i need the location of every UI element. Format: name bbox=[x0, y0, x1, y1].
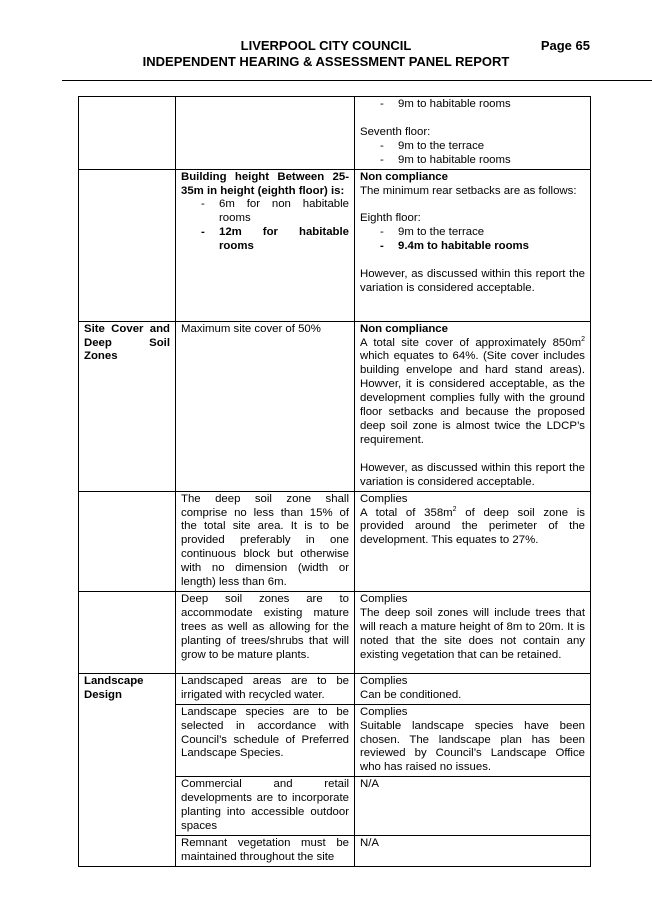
table-row: Commercial and retail developments are t… bbox=[79, 776, 591, 836]
comment-cell: N/A bbox=[354, 834, 591, 867]
requirement-cell: Deep soil zones are to accommodate exist… bbox=[175, 590, 355, 674]
squared-superscript: 2 bbox=[581, 335, 585, 343]
comment-text: A total of 358m2 of deep soil zone is pr… bbox=[360, 505, 585, 549]
report-subtitle: INDEPENDENT HEARING & ASSESSMENT PANEL R… bbox=[142, 54, 510, 69]
requirement-cell bbox=[175, 96, 355, 170]
table-row: The deep soil zone shall comprise no les… bbox=[78, 490, 591, 592]
table-row: 9m to habitable rooms Seventh floor: 9m … bbox=[78, 96, 591, 170]
comment-cell: 9m to habitable rooms Seventh floor: 9m … bbox=[354, 96, 591, 170]
requirement-cell: Remnant vegetation must be maintained th… bbox=[175, 834, 355, 867]
control-cell: Landscape Design bbox=[78, 672, 176, 867]
setback-list: 9m to the terrace 9m to habitable rooms bbox=[360, 140, 585, 168]
control-cell bbox=[78, 96, 176, 170]
list-item: 9m to the terrace bbox=[360, 226, 585, 240]
list-item: 9m to habitable rooms bbox=[360, 98, 585, 112]
comment-text-start: A total of 358m bbox=[360, 506, 453, 519]
status-label: Complies bbox=[360, 592, 408, 605]
list-item: 6m for non habitable rooms bbox=[181, 198, 349, 226]
table-row: Landscape Design Landscaped areas are to… bbox=[78, 672, 591, 867]
status-label: Non compliance bbox=[360, 170, 448, 183]
control-cell bbox=[78, 168, 176, 322]
requirement-cell: Maximum site cover of 50% bbox=[175, 320, 355, 492]
squared-superscript: 2 bbox=[452, 505, 457, 513]
table-row: Building height Between 25-35m in height… bbox=[78, 168, 591, 322]
comment-text: A total site cover of approximately 850m… bbox=[360, 335, 585, 448]
comment-text: The deep soil zones will include trees t… bbox=[360, 606, 585, 661]
list-item: 12m for habitable rooms bbox=[181, 226, 349, 254]
comment-text: Can be conditioned. bbox=[360, 688, 462, 701]
page-number: Page 65 bbox=[540, 38, 590, 53]
status-label: Complies bbox=[360, 705, 408, 718]
floor-heading: Seventh floor: bbox=[360, 125, 431, 138]
requirement-cell: Building height Between 25-35m in height… bbox=[175, 168, 355, 322]
requirement-cell: Landscape species are to be selected in … bbox=[175, 703, 355, 778]
comment-cell: Non compliance A total site cover of app… bbox=[354, 320, 591, 492]
list-item: 9m to habitable rooms bbox=[360, 154, 585, 168]
comment-text: The minimum rear setbacks are as follows… bbox=[360, 184, 577, 197]
status-label: Non compliance bbox=[360, 322, 448, 335]
comment-text: Suitable landscape species have been cho… bbox=[360, 719, 585, 774]
comment-text-end: which equates to 64%. (Site cover includ… bbox=[360, 350, 585, 446]
status-label: Complies bbox=[360, 492, 408, 505]
setback-list: 9m to the terrace 9.4m to habitable room… bbox=[360, 226, 585, 254]
comment-note: However, as discussed within this report… bbox=[360, 461, 585, 488]
comment-cell: Complies The deep soil zones will includ… bbox=[354, 590, 591, 674]
requirement-cell: The deep soil zone shall comprise no les… bbox=[175, 490, 355, 592]
comment-note: However, as discussed within this report… bbox=[360, 268, 585, 295]
floor-heading: Eighth floor: bbox=[360, 212, 421, 225]
list-item: 9.4m to habitable rooms bbox=[360, 240, 585, 254]
header-rule bbox=[62, 80, 652, 81]
comment-cell: Complies Can be conditioned. bbox=[354, 672, 591, 705]
comment-cell: Complies A total of 358m2 of deep soil z… bbox=[354, 490, 591, 592]
status-label: Complies bbox=[360, 674, 408, 687]
control-cell bbox=[78, 490, 176, 592]
control-cell bbox=[78, 590, 176, 674]
comment-text-start: A total site cover of approximately 850m bbox=[360, 336, 582, 349]
requirement-cell: Landscaped areas are to be irrigated wit… bbox=[175, 672, 355, 705]
table-row: Remnant vegetation must be maintained th… bbox=[79, 834, 591, 867]
control-cell: Site Cover and Deep Soil Zones bbox=[78, 320, 176, 492]
comment-cell: N/A bbox=[354, 776, 591, 836]
comment-text-end: of deep soil zone is provided around the… bbox=[360, 506, 585, 547]
requirement-heading: Building height Between 25-35m in height… bbox=[181, 170, 349, 197]
comment-cell: Non compliance The minimum rear setbacks… bbox=[354, 168, 591, 322]
requirement-list: 6m for non habitable rooms 12m for habit… bbox=[181, 198, 349, 254]
table-row: Site Cover and Deep Soil Zones Maximum s… bbox=[78, 320, 591, 492]
list-item: 9m to the terrace bbox=[360, 140, 585, 154]
setback-list: 9m to habitable rooms bbox=[360, 98, 585, 112]
comment-cell: Complies Suitable landscape species have… bbox=[354, 703, 591, 778]
requirement-cell: Commercial and retail developments are t… bbox=[175, 776, 355, 836]
table-row: Deep soil zones are to accommodate exist… bbox=[78, 590, 591, 674]
compliance-table: 9m to habitable rooms Seventh floor: 9m … bbox=[78, 96, 591, 867]
table-row: Landscape species are to be selected in … bbox=[79, 703, 591, 778]
council-title: LIVERPOOL CITY COUNCIL bbox=[240, 38, 412, 53]
